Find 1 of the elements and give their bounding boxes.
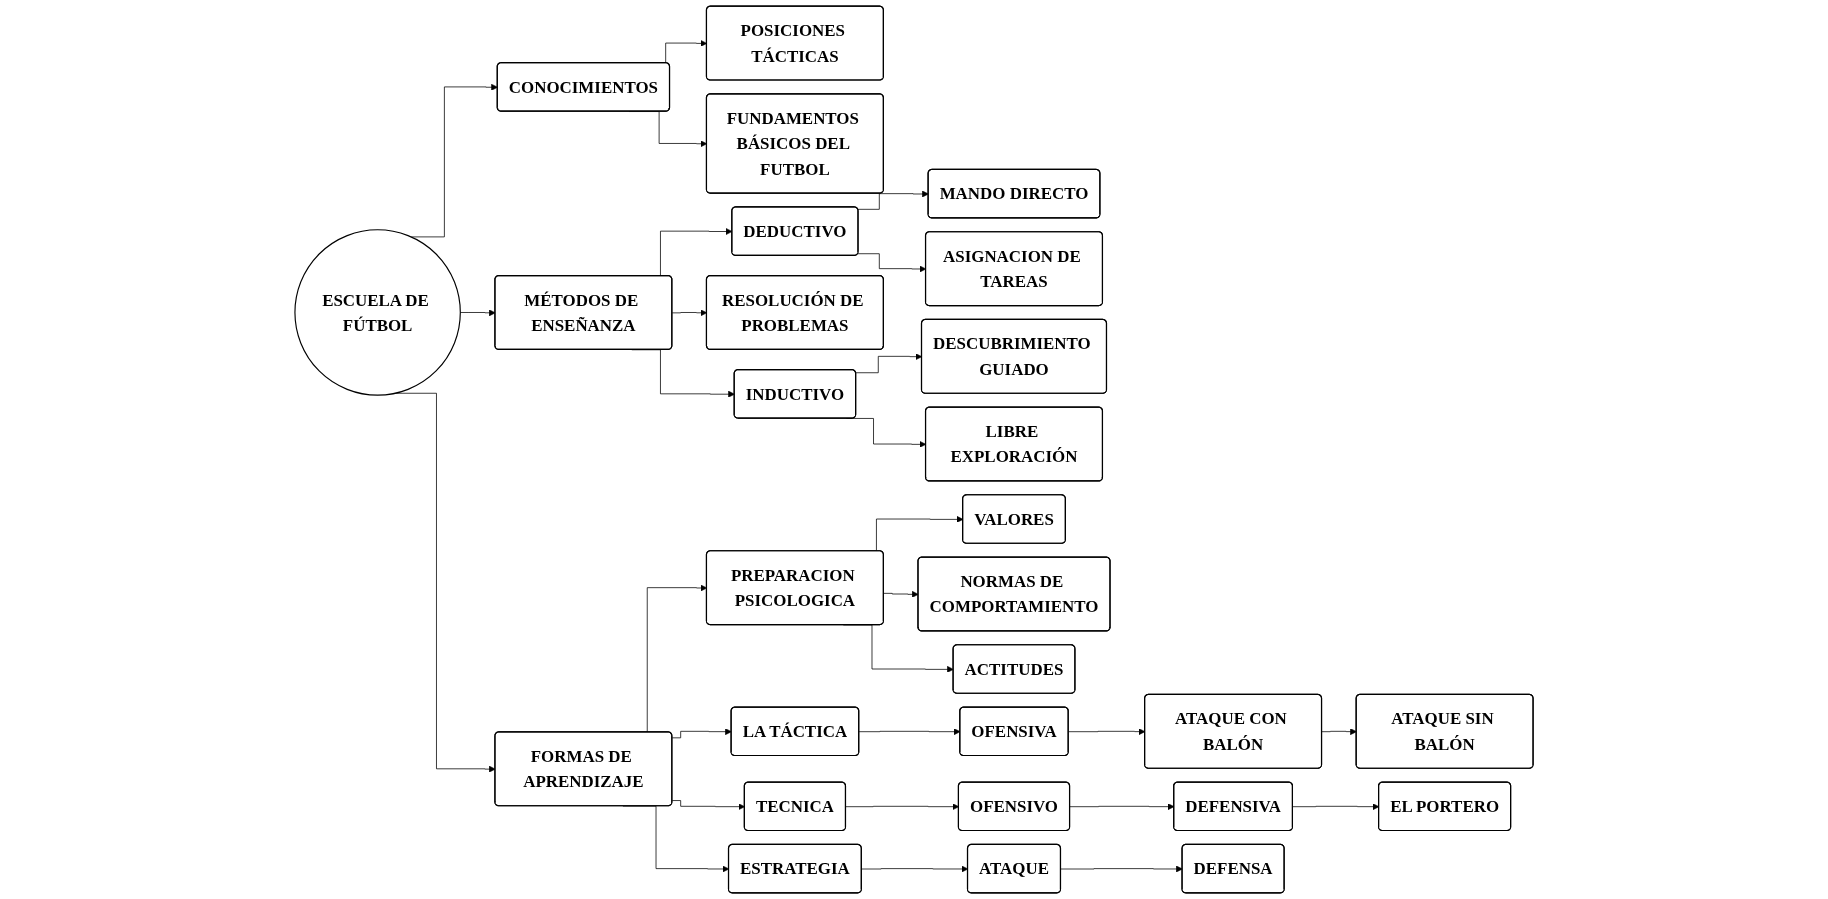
node-circle: ESCUELA DE FÚTBOL [294,229,461,396]
